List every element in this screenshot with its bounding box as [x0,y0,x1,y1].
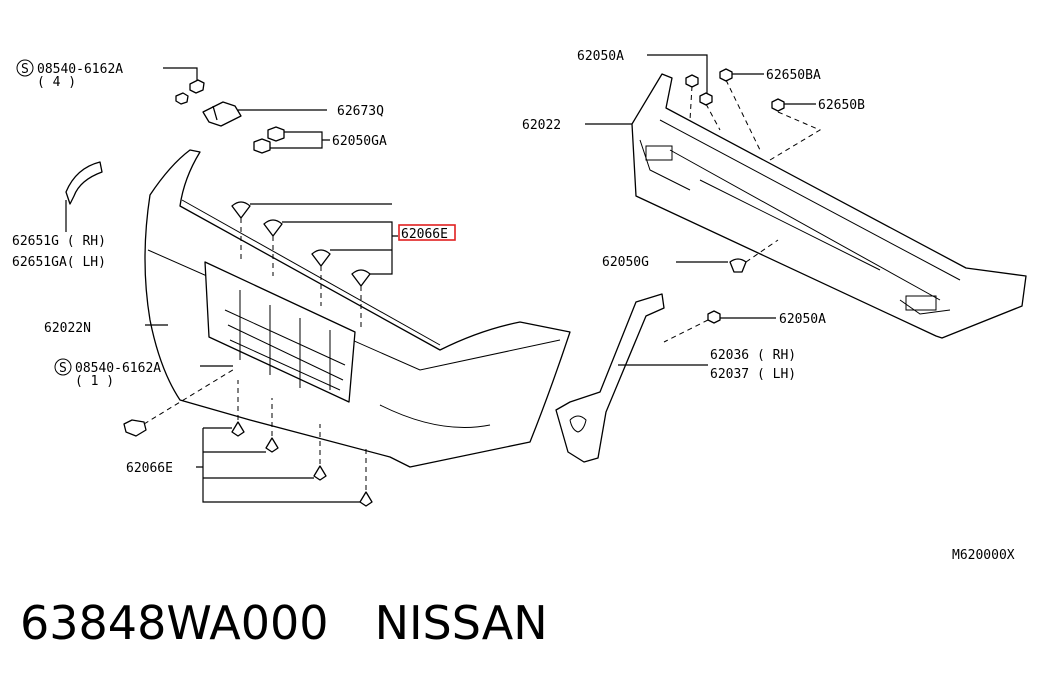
label-clip-bottom: 62066E [126,461,173,476]
bracket-part [202,101,242,127]
clip-part [311,249,331,267]
bolt-icon [699,92,713,106]
lower-screw-group: S 08540-6162A ( 1 ) [54,358,237,437]
label-bracket: 62673Q [337,104,384,119]
reinforcement-part [631,73,1027,339]
screw-icon [175,92,189,105]
circled-s-icon [16,59,34,77]
clip-part [253,138,271,154]
upper-clip-group: 62066E [231,201,456,330]
bumper-cover-part [144,149,571,468]
bolt-icon [771,98,785,112]
label-stay-rh: 62036 ( RH) [710,348,796,363]
top-fastener-group: S 08540-6162A ( 4 ) 62673Q 62050GA [16,59,387,154]
label-clip-e: 62066E [401,227,448,242]
label-screw-top-qty: ( 4 ) [37,75,76,90]
grille-opening [204,261,356,403]
clip-part [231,201,251,219]
label-screw-low: 08540-6162A [75,361,161,376]
label-screw-top: 08540-6162A [37,62,123,77]
label-bolt-a-side: 62050A [779,312,826,327]
label-bolt-b: 62650B [818,98,865,113]
reinforcement-group: 62022 [522,73,1027,339]
clip-part [267,126,285,142]
side-stay-group: 62036 ( RH) 62037 ( LH) 62050A [555,293,826,463]
bolt-icon [685,74,699,88]
bumper-cover-group: 62022N [44,149,571,468]
lower-clip-group: 62066E [126,380,373,507]
part-number: 63848WA000 [20,596,329,650]
side-brace-group: 62651G ( RH) 62651GA( LH) [12,161,106,270]
label-brace-lh: 62651GA( LH) [12,255,106,270]
label-bolt-a-top: 62050A [577,49,624,64]
brand-name: NISSAN [374,596,548,650]
diagram-code: M620000X [952,548,1015,563]
label-bolt-ba: 62650BA [766,68,821,83]
circled-s-letter: S [59,361,67,376]
clip-part [313,465,327,481]
side-brace-part [65,161,103,205]
label-reinforcement: 62022 [522,118,561,133]
footer: 63848WA000 NISSAN [20,596,548,650]
screw-icon [189,79,205,94]
circled-s-letter: S [21,62,29,77]
bolt-icon [719,68,733,82]
clip-part [359,491,373,507]
bolt-icon [707,310,721,324]
screw-icon [123,419,147,437]
clip-part [351,269,371,287]
circled-s-icon [54,358,72,376]
label-stay-lh: 62037 ( LH) [710,367,796,382]
label-clip-g: 62050G [602,255,649,270]
label-clip-ga: 62050GA [332,134,387,149]
highlight-box [398,224,456,241]
clip-part [231,421,245,437]
clip-part [729,258,747,273]
clip-part [263,219,283,237]
clip-part [265,437,279,453]
side-stay-part [555,293,665,463]
label-bumper-cover: 62022N [44,321,91,336]
label-screw-low-qty: ( 1 ) [75,374,114,389]
clip-g-group: 62050G [602,239,779,273]
upper-right-bolt-group: 62050A 62650BA 62650B [577,49,865,161]
label-brace-rh: 62651G ( RH) [12,234,106,249]
